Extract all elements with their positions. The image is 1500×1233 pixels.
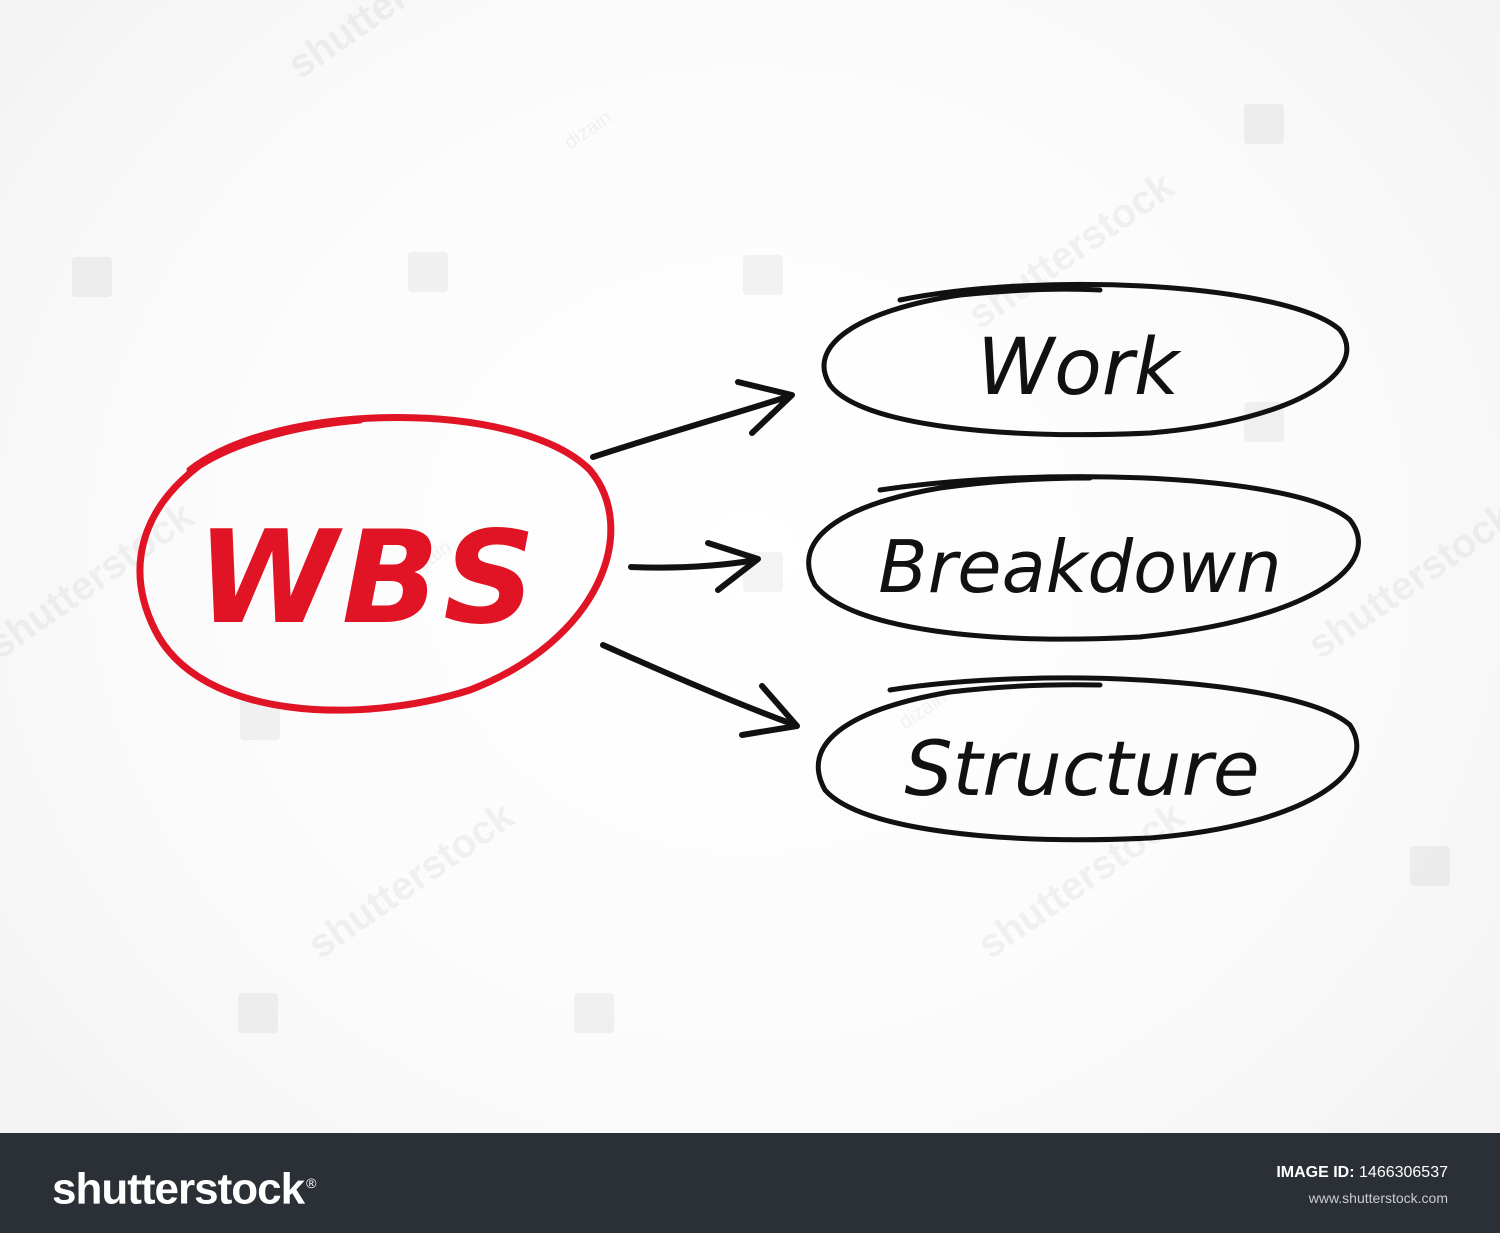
watermark-text: shutterstock <box>970 793 1192 967</box>
arrow-to-breakdown <box>628 540 761 593</box>
watermark-text: shutterstock <box>280 0 502 87</box>
watermark-author: dizain <box>560 106 615 154</box>
arrows <box>590 379 800 738</box>
breakdown-ellipse <box>806 474 1361 642</box>
center-node: WBS <box>136 414 615 714</box>
structure-ellipse <box>815 675 1360 843</box>
arrow-to-structure <box>600 642 800 738</box>
center-label: WBS <box>197 504 540 653</box>
node-structure: Structure <box>815 675 1360 843</box>
structure-label: Structure <box>904 724 1259 813</box>
logo-text: shutterstock <box>52 1164 305 1214</box>
watermark-text: shutterstock <box>1300 493 1500 667</box>
center-ellipse <box>136 414 615 714</box>
registered-mark: ® <box>306 1175 316 1191</box>
node-breakdown: Breakdown <box>806 474 1361 642</box>
watermark-text: shutterstock <box>0 493 202 667</box>
image-id-value: 1466306537 <box>1359 1164 1448 1181</box>
shutterstock-logo[interactable]: shutterstock® <box>52 1155 316 1218</box>
image-id-label: IMAGE ID: <box>1276 1164 1355 1181</box>
arrow-to-work <box>590 379 795 460</box>
work-ellipse <box>821 281 1350 438</box>
watermark-text: shutterstock <box>300 793 522 967</box>
node-work: Work <box>821 281 1350 438</box>
watermark-icon <box>72 104 1450 1033</box>
work-label: Work <box>977 323 1182 413</box>
breakdown-label: Breakdown <box>878 525 1281 609</box>
footer-url[interactable]: www.shutterstock.com <box>1308 1190 1448 1206</box>
wbs-diagram: shutterstock shutterstock shutterstock s… <box>0 0 1500 1033</box>
footer-bar: shutterstock® IMAGE ID: 1466306537 www.s… <box>0 1133 1500 1233</box>
image-id: IMAGE ID: 1466306537 <box>1276 1163 1448 1183</box>
watermark-text: shutterstock <box>960 163 1182 337</box>
